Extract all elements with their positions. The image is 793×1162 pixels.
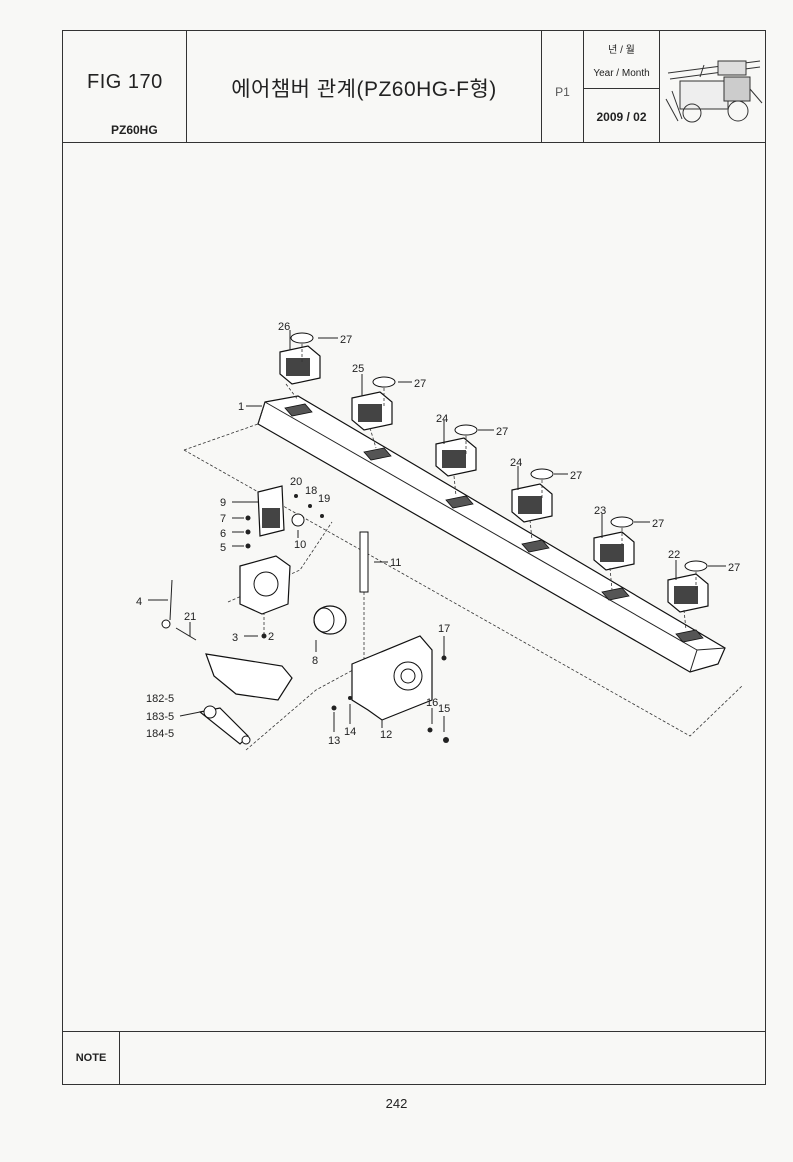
date-header: 년 / 월 Year / Month	[584, 31, 659, 89]
model-name: PZ60HG	[111, 123, 158, 137]
page-title: 에어챔버 관계(PZ60HG-F형)	[231, 78, 497, 101]
outlet-ducts	[279, 345, 709, 613]
fig-cell: FIG 170 PZ60HG	[63, 31, 187, 142]
duct-caps	[290, 332, 708, 572]
callout-21: 21	[184, 611, 196, 623]
callout-27f: 27	[728, 562, 740, 574]
callout-15: 15	[438, 703, 450, 715]
callout-24b: 24	[510, 457, 522, 469]
callout-27b: 27	[414, 378, 426, 390]
callout-27a: 27	[340, 334, 352, 346]
leader-lines	[148, 330, 726, 732]
callout-17: 17	[438, 623, 450, 635]
rice-transplanter-thumbnail-icon	[665, 60, 763, 123]
callout-3: 3	[232, 632, 238, 644]
year-month-label-kr: 년 / 월	[608, 45, 635, 56]
page-cell: P1	[542, 31, 584, 142]
fig-number: FIG 170	[87, 71, 163, 93]
page-code: P1	[555, 85, 570, 99]
fan-housing	[239, 485, 347, 639]
callout-11: 11	[390, 557, 401, 569]
callout-19: 19	[318, 493, 330, 505]
callout-4: 4	[136, 596, 142, 608]
callout-184-5: 184-5	[146, 728, 174, 740]
callout-10: 10	[294, 539, 306, 551]
callout-8: 8	[312, 655, 318, 667]
callout-labels: 26 27 25 27 1 24 27 24 27 20 18 19 9 7 2…	[136, 321, 740, 747]
callout-22: 22	[668, 549, 680, 561]
date-value: 2009 / 02	[596, 110, 647, 124]
callout-9: 9	[220, 497, 226, 509]
callout-13: 13	[328, 735, 340, 747]
page-frame: FIG 170 PZ60HG 에어챔버 관계(PZ60HG-F형) P1 년 /…	[62, 30, 766, 1085]
callout-24a: 24	[436, 413, 448, 425]
callout-27d: 27	[570, 470, 582, 482]
note-row: NOTE	[63, 1031, 765, 1084]
callout-23: 23	[594, 505, 606, 517]
callout-27c: 27	[496, 426, 508, 438]
callout-12: 12	[380, 729, 392, 741]
callout-5: 5	[220, 542, 226, 554]
year-month-label-en: Year / Month	[593, 68, 650, 79]
title-cell: 에어챔버 관계(PZ60HG-F형)	[187, 31, 542, 142]
callout-16: 16	[426, 697, 438, 709]
callout-7: 7	[220, 513, 226, 525]
callout-182-5: 182-5	[146, 693, 174, 705]
air-chamber-pipe	[257, 395, 726, 673]
callout-27e: 27	[652, 518, 664, 530]
note-label: NOTE	[63, 1032, 120, 1084]
header-table: FIG 170 PZ60HG 에어챔버 관계(PZ60HG-F형) P1 년 /…	[63, 31, 765, 143]
callout-1: 1	[238, 401, 244, 413]
callout-14: 14	[344, 726, 356, 738]
callout-26: 26	[278, 321, 290, 333]
callout-2: 2	[268, 631, 274, 643]
page-number: 242	[385, 1096, 408, 1111]
callout-183-5: 183-5	[146, 711, 174, 723]
callout-6: 6	[220, 528, 226, 540]
callout-20: 20	[290, 476, 302, 488]
callout-25: 25	[352, 363, 364, 375]
date-cell: 년 / 월 Year / Month 2009 / 02	[584, 31, 660, 142]
thumbnail-cell	[660, 31, 767, 142]
callout-18: 18	[305, 485, 317, 497]
linkage	[161, 579, 293, 745]
shaft-and-bracket	[331, 531, 449, 743]
